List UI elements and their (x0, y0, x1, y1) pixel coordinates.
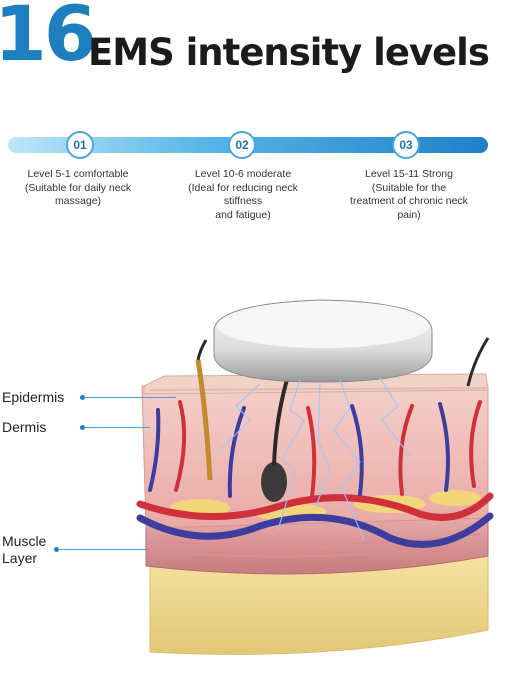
level-count: 16 (0, 0, 97, 78)
ems-pad (213, 299, 433, 383)
step-badge-03: 03 (392, 131, 420, 159)
leader-dot-epidermis (80, 395, 85, 400)
headline: 16 EMS intensity levels (0, 0, 512, 82)
leader-dot-muscle (54, 547, 59, 552)
step-badge-02: 02 (228, 131, 256, 159)
step-description-01: Level 5-1 comfortable (Suitable for dail… (24, 168, 132, 207)
leader-dot-dermis (80, 425, 85, 430)
electric-pulse-lines (219, 377, 411, 541)
layer-label-epidermis: Epidermis (2, 389, 65, 405)
headline-title: EMS intensity levels (88, 31, 490, 74)
step-badge-01: 01 (66, 131, 94, 159)
step-description-03: Level 15-11 Strong (Suitable for the tre… (350, 168, 468, 221)
leader-line-epidermis (84, 397, 176, 398)
step-description-02: Level 10-6 moderate (Ideal for reducing … (188, 168, 298, 221)
leader-line-muscle (58, 549, 148, 550)
skin-cross-section-illustration (136, 299, 494, 655)
blood-vessels (136, 400, 494, 548)
leader-line-dermis (84, 427, 150, 428)
epidermis-layer (143, 373, 489, 395)
layer-label-muscle: Muscle Layer (2, 533, 47, 566)
layer-label-dermis: Dermis (2, 419, 47, 435)
